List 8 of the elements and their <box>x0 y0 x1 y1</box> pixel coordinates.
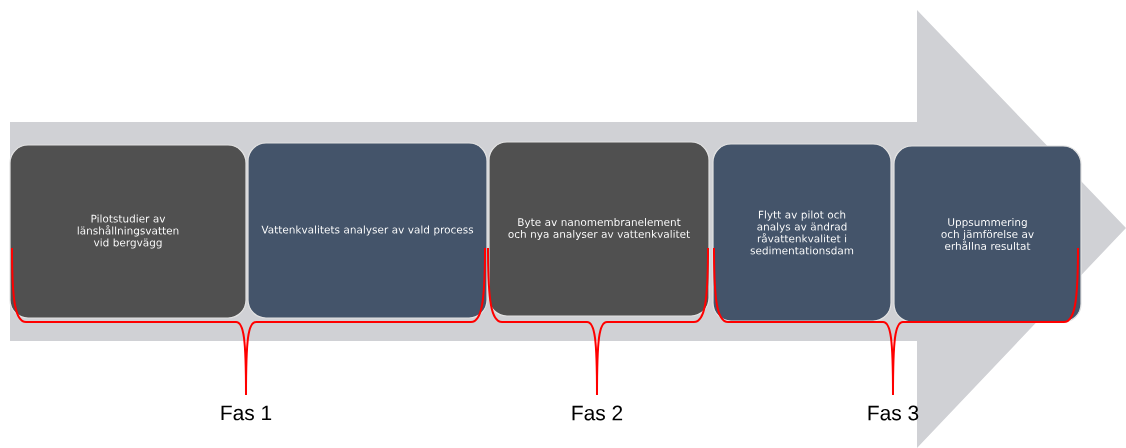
phase-label: Fas 1 <box>221 405 272 421</box>
phase-label: Fas 2 <box>572 405 623 421</box>
process-box: Flytt av pilot och analys av ändrad råvattenkvalitet i sedimentationsdam <box>712 143 892 322</box>
process-box: Vattenkvalitets analyser av vald process <box>247 142 488 319</box>
process-box: Uppsummering och jämförelse av erhållna resultat <box>893 145 1082 323</box>
phase-label: Fas 3 <box>868 405 919 421</box>
process-box: Pilotstudier av länshållningsvatten vid bergvägg <box>9 144 247 319</box>
process-box: Byte av nanomembranelement och nya analyser av vattenkvalitet <box>488 141 710 317</box>
